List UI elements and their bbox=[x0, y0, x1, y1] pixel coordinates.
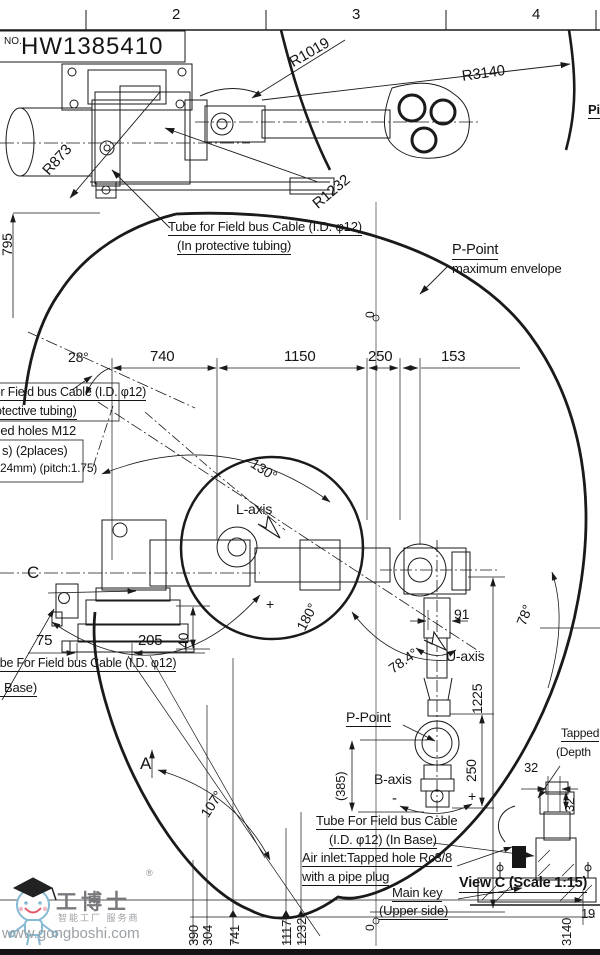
watermark-brand: 工博士 bbox=[56, 890, 131, 914]
watermark-registered-mark: ® bbox=[146, 868, 153, 878]
dim-250-top: 250 bbox=[368, 348, 393, 365]
watermark-url: www.gongboshi.com bbox=[2, 925, 140, 942]
p-point-envelope-line2: maximum envelope bbox=[452, 261, 562, 276]
tube-fieldbus-top-line1: Tube for Field bus Cable (I.D. φ12) bbox=[168, 219, 362, 236]
view-c-arrow-label: C bbox=[27, 563, 40, 582]
b-axis-plus: + bbox=[468, 788, 476, 804]
p-point-lower-label: P-Point bbox=[346, 709, 391, 727]
left-label-tube-line2: (In protective tubing) bbox=[0, 404, 77, 421]
l-axis-label: L-axis bbox=[236, 501, 273, 517]
dim-741: 741 bbox=[227, 924, 242, 946]
pin-label-partial: Pi bbox=[588, 102, 600, 119]
dim-32-h: 32 bbox=[524, 760, 539, 775]
view-c-title: View C (Scale 1:15) bbox=[459, 875, 587, 894]
dim-304: 304 bbox=[200, 924, 215, 946]
ruler-column-3: 3 bbox=[352, 6, 361, 23]
watermark-mascot bbox=[8, 877, 59, 946]
dim-390: 390 bbox=[186, 924, 201, 946]
left-label-tube-base-line2: (In Base) bbox=[0, 681, 37, 697]
dim-19-partial: 19 bbox=[581, 906, 596, 921]
zero-ref-bottom: 0 bbox=[363, 924, 377, 931]
p-point-envelope-line1: P-Point bbox=[452, 242, 498, 261]
dim-1117: 1117 bbox=[279, 919, 294, 946]
dim-angle-28: 28° bbox=[68, 349, 89, 365]
zero-ref-top: 0 bbox=[363, 311, 377, 318]
dim-75: 75 bbox=[36, 632, 53, 649]
tube-fieldbus-top-line2: (In protective tubing) bbox=[177, 238, 292, 255]
dim-1150: 1150 bbox=[284, 348, 316, 365]
air-inlet-line1: Air inlet:Tapped hole Rc3/8 bbox=[302, 850, 452, 867]
left-label-tapped-holes: Tapped holes M12 bbox=[0, 423, 77, 438]
ruler-column-4: 4 bbox=[532, 6, 541, 23]
dim-795: 795 bbox=[0, 233, 15, 256]
s-axis-plus: + bbox=[266, 596, 274, 612]
tube-base-bottom-line2: (I.D. φ12) (In Base) bbox=[329, 832, 437, 849]
left-label-tube-line1: Tube for Field bus Cable (I.D. φ12) bbox=[0, 385, 146, 402]
main-key-line1: Main key bbox=[392, 885, 443, 902]
left-label-tube-base-line1: Tube For Field bus Cable (I.D. φ12) bbox=[0, 656, 177, 673]
b-axis-minus: - bbox=[392, 790, 397, 807]
left-label-2places: s) (2places) bbox=[2, 443, 68, 458]
u-axis-label: U-axis bbox=[446, 648, 485, 664]
ruler-column-2: 2 bbox=[172, 6, 181, 23]
dim-1225: 1225 bbox=[469, 683, 485, 714]
section-arrow-a: A bbox=[140, 754, 152, 773]
top-radius-leaders bbox=[69, 39, 571, 295]
top-view-robot bbox=[0, 29, 576, 199]
dim-740: 740 bbox=[150, 348, 175, 365]
dim-40: 40 bbox=[175, 632, 191, 648]
dim-1232: 1232 bbox=[294, 917, 309, 946]
dim-153: 153 bbox=[441, 348, 466, 365]
work-envelope bbox=[22, 211, 588, 920]
dim-385: (385) bbox=[333, 771, 348, 801]
depth-label-partial: (Depth bbox=[556, 745, 591, 759]
main-key-line2: (Upper side) bbox=[379, 903, 449, 920]
dim-32-v: 32 bbox=[562, 797, 577, 812]
drawing-number: HW1385410 bbox=[21, 33, 164, 60]
dim-3140: 3140 bbox=[559, 917, 574, 946]
dim-250-wrist: 250 bbox=[463, 759, 479, 782]
dim-91: 91 bbox=[454, 606, 470, 622]
tapped-label-partial: Tapped bbox=[561, 726, 600, 742]
frame bbox=[0, 10, 600, 955]
left-label-pitch: 24mm) (pitch:1.75) bbox=[0, 461, 98, 475]
b-axis-label: B-axis bbox=[374, 771, 412, 787]
dim-205: 205 bbox=[138, 632, 163, 649]
dimension-lines bbox=[0, 202, 600, 946]
tube-base-bottom-line1: Tube For Field bus Cable bbox=[316, 813, 458, 830]
drawing-no-label: NO. bbox=[4, 36, 22, 47]
watermark-slogan: 智能工厂 服务商 bbox=[58, 913, 140, 923]
air-inlet-line2: with a pipe plug bbox=[302, 869, 390, 886]
